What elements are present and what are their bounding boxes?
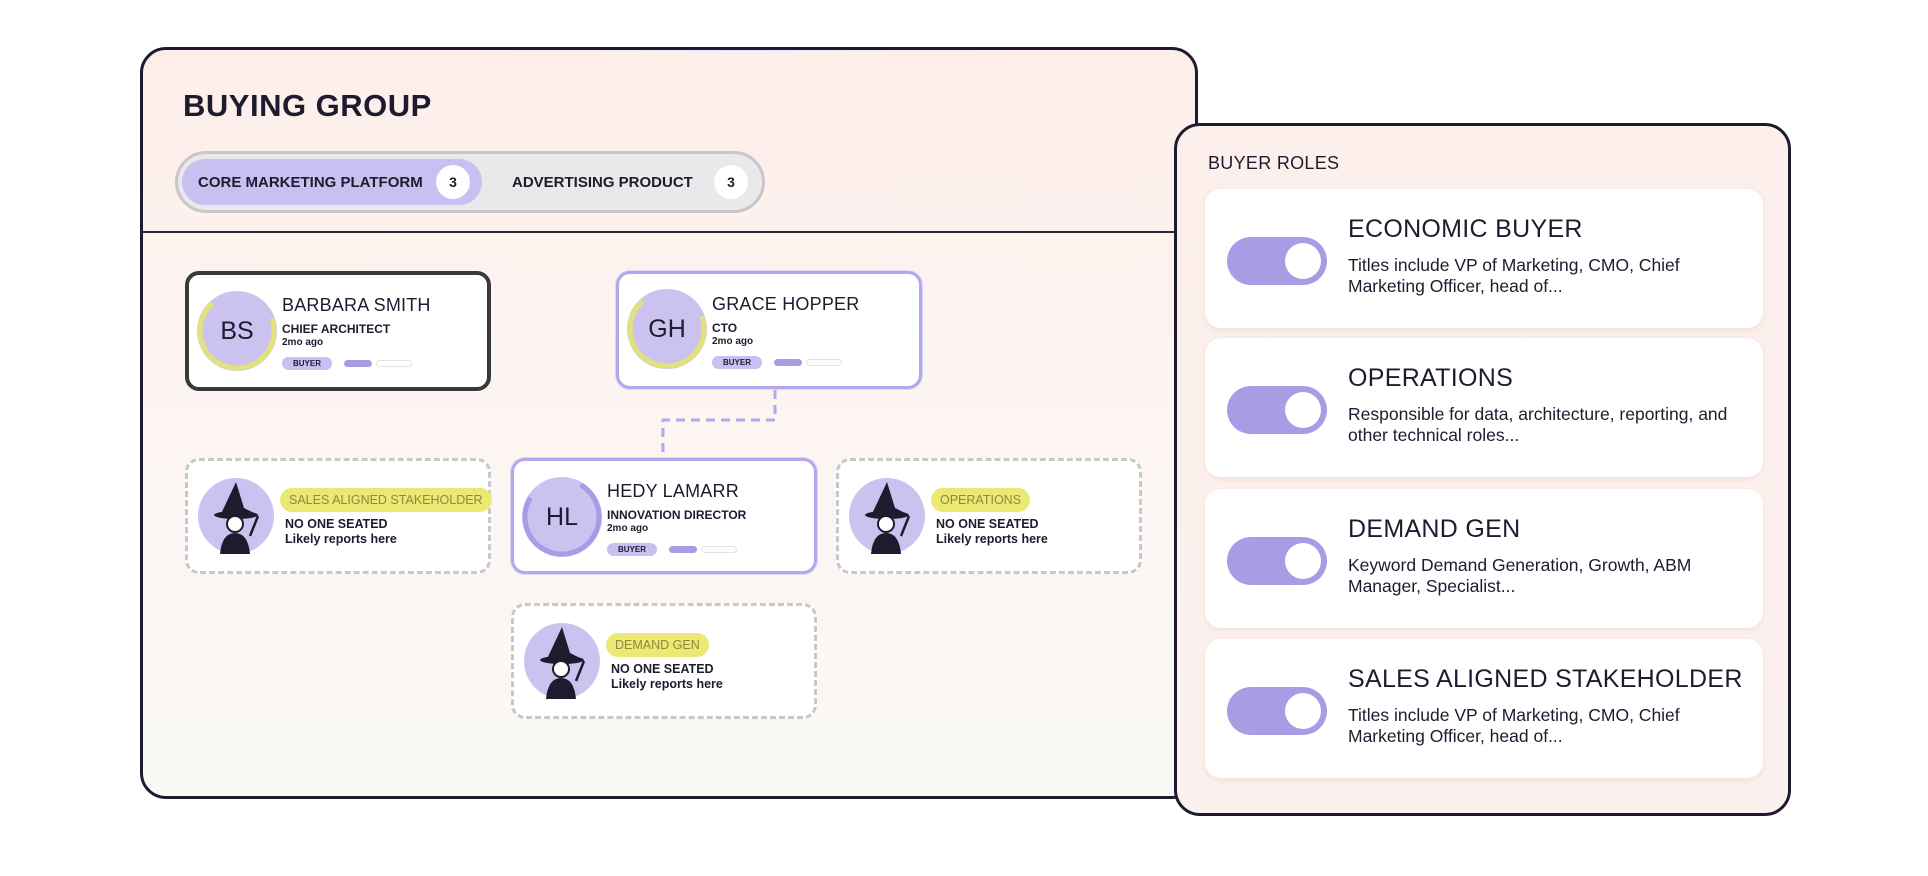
- seat-hint: Likely reports here: [611, 677, 723, 691]
- empty-seat-operations[interactable]: OPERATIONS NO ONE SEATED Likely reports …: [836, 458, 1142, 574]
- toggle-knob: [1285, 243, 1321, 279]
- seat-status: NO ONE SEATED: [285, 517, 388, 531]
- toggle-knob: [1285, 693, 1321, 729]
- person-card-barbara-smith[interactable]: BS BARBARA SMITH CHIEF ARCHITECT 2mo ago…: [185, 271, 491, 391]
- toggle-knob: [1285, 392, 1321, 428]
- role-badge: BUYER: [282, 357, 332, 370]
- wizard-icon: [849, 478, 925, 554]
- avatar-progress-ring: [522, 477, 602, 557]
- role-name: OPERATIONS: [1348, 364, 1514, 392]
- role-card-demand-gen: DEMAND GEN Keyword Demand Generation, Gr…: [1205, 489, 1763, 628]
- role-description: Keyword Demand Generation, Growth, ABM M…: [1348, 555, 1692, 596]
- role-toggle-economic-buyer[interactable]: [1227, 237, 1327, 285]
- avatar-initials: HL: [546, 502, 578, 531]
- role-toggle-sales-aligned-stakeholder[interactable]: [1227, 687, 1327, 735]
- engagement-bar-filled: [774, 359, 802, 366]
- person-name: BARBARA SMITH: [282, 295, 431, 315]
- person-name: GRACE HOPPER: [712, 294, 860, 314]
- toggle-knob: [1285, 543, 1321, 579]
- seat-status: NO ONE SEATED: [611, 662, 714, 676]
- role-name: DEMAND GEN: [1348, 515, 1521, 543]
- tab-count-badge: 3: [714, 165, 748, 199]
- role-name: ECONOMIC BUYER: [1348, 215, 1583, 243]
- person-title: CHIEF ARCHITECT: [282, 322, 391, 336]
- person-name: HEDY LAMARR: [607, 481, 739, 501]
- buyer-roles-heading: BUYER ROLES: [1208, 153, 1340, 173]
- avatar-progress-ring: [627, 289, 707, 369]
- tab-core-marketing-platform[interactable]: CORE MARKETING PLATFORM 3: [182, 159, 482, 205]
- tab-advertising-product[interactable]: ADVERTISING PRODUCT 3: [496, 159, 760, 205]
- wizard-icon-graphic: [865, 482, 911, 554]
- wizard-icon: [524, 623, 600, 699]
- person-title: INNOVATION DIRECTOR: [607, 508, 747, 522]
- avatar: GH: [627, 289, 707, 369]
- person-title: CTO: [712, 321, 738, 335]
- role-description: Titles include VP of Marketing, CMO, Chi…: [1348, 705, 1680, 746]
- wizard-icon-graphic: [214, 482, 260, 554]
- role-badge: BUYER: [607, 543, 657, 556]
- seat-role-pill: DEMAND GEN: [606, 633, 709, 657]
- seat-role-pill: SALES ALIGNED STAKEHOLDER: [280, 488, 492, 512]
- person-last-active: 2mo ago: [607, 523, 649, 534]
- avatar-initials: GH: [648, 314, 686, 343]
- role-description: Titles include VP of Marketing, CMO, Chi…: [1348, 255, 1680, 296]
- product-tabs: CORE MARKETING PLATFORM 3 ADVERTISING PR…: [175, 151, 765, 213]
- person-card-grace-hopper[interactable]: GH GRACE HOPPER CTO 2mo ago BUYER: [616, 271, 922, 389]
- role-card-economic-buyer: ECONOMIC BUYER Titles include VP of Mark…: [1205, 189, 1763, 328]
- tab-label: CORE MARKETING PLATFORM: [198, 173, 423, 191]
- page-title: BUYING GROUP: [183, 88, 432, 123]
- role-toggle-demand-gen[interactable]: [1227, 537, 1327, 585]
- person-last-active: 2mo ago: [282, 337, 324, 348]
- panel-highlight: [483, 50, 1003, 51]
- avatar-initials: BS: [220, 316, 254, 345]
- role-card-sales-aligned-stakeholder: SALES ALIGNED STAKEHOLDER Titles include…: [1205, 639, 1763, 778]
- role-card-operations: OPERATIONS Responsible for data, archite…: [1205, 338, 1763, 477]
- role-toggle-operations[interactable]: [1227, 386, 1327, 434]
- seat-status: NO ONE SEATED: [936, 517, 1039, 531]
- avatar-progress-ring: [197, 291, 277, 371]
- seat-hint: Likely reports here: [285, 532, 397, 546]
- avatar: BS: [197, 291, 277, 371]
- engagement-bar-empty: [806, 359, 842, 366]
- reporting-connector-line: [661, 390, 777, 458]
- engagement-bar-empty: [701, 546, 737, 553]
- role-badge: BUYER: [712, 356, 762, 369]
- seat-hint: Likely reports here: [936, 532, 1048, 546]
- role-description: Responsible for data, architecture, repo…: [1348, 404, 1728, 445]
- engagement-bar-filled: [669, 546, 697, 553]
- person-last-active: 2mo ago: [712, 336, 754, 347]
- empty-seat-demand-gen[interactable]: DEMAND GEN NO ONE SEATED Likely reports …: [511, 603, 817, 719]
- avatar: HL: [522, 477, 602, 557]
- tab-label: ADVERTISING PRODUCT: [512, 173, 693, 191]
- empty-seat-sales-aligned-stakeholder[interactable]: SALES ALIGNED STAKEHOLDER NO ONE SEATED …: [185, 458, 492, 574]
- engagement-bar-empty: [376, 360, 412, 367]
- engagement-bar-filled: [344, 360, 372, 367]
- wizard-icon-graphic: [540, 627, 586, 699]
- wizard-icon: [198, 478, 274, 554]
- buying-group-panel: BUYING GROUP CORE MARKETING PLATFORM 3 A…: [140, 47, 1198, 799]
- header-divider: [143, 231, 1195, 233]
- tab-count-badge: 3: [436, 165, 470, 199]
- person-card-hedy-lamarr[interactable]: HL HEDY LAMARR INNOVATION DIRECTOR 2mo a…: [511, 458, 817, 574]
- seat-role-pill: OPERATIONS: [931, 488, 1031, 512]
- buyer-roles-panel: BUYER ROLES ECONOMIC BUYER Titles includ…: [1174, 123, 1791, 816]
- role-name: SALES ALIGNED STAKEHOLDER: [1348, 665, 1743, 693]
